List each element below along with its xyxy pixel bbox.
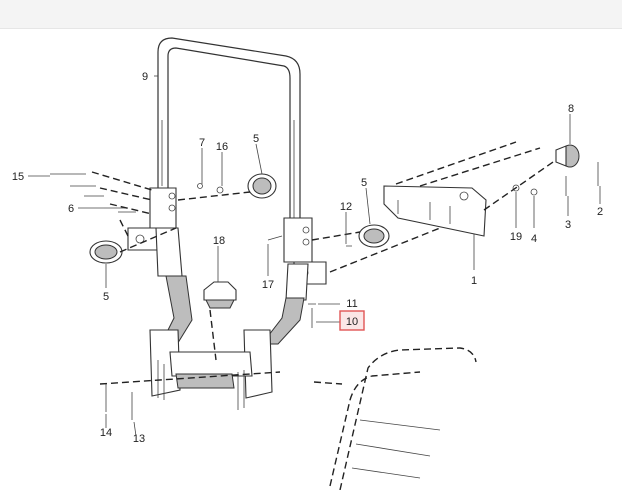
diagram-svg: 1 2 3 4 5 5 5 6 7 8 9 10 11 12 13 14 15 … <box>12 37 603 490</box>
license-plate-bracket <box>383 185 487 237</box>
callout-1[interactable]: 1 <box>471 275 477 287</box>
callout-18[interactable]: 18 <box>213 235 225 247</box>
part-18-bracket <box>203 281 237 309</box>
callout-10[interactable]: 10 <box>346 316 358 328</box>
callout-7[interactable]: 7 <box>199 137 205 149</box>
exploded-parts-diagram: 1 2 3 4 5 5 5 6 7 8 9 10 11 12 13 14 15 … <box>0 28 622 490</box>
callout-11[interactable]: 11 <box>346 298 357 310</box>
callout-5-right[interactable]: 5 <box>361 177 367 189</box>
callout-2[interactable]: 2 <box>597 206 603 218</box>
callout-3[interactable]: 3 <box>565 219 571 231</box>
callout-14[interactable]: 14 <box>100 427 112 439</box>
rear-light <box>555 144 580 168</box>
callout-9[interactable]: 9 <box>142 71 148 83</box>
callout-10-highlight[interactable] <box>339 310 365 331</box>
right-mount-bracket <box>283 217 327 301</box>
callout-13[interactable]: 13 <box>133 433 145 445</box>
hardware-bolts <box>50 162 599 420</box>
callout-labels: 1 2 3 4 5 5 5 6 7 8 9 10 11 12 13 14 15 … <box>12 71 603 445</box>
callout-5-left[interactable]: 5 <box>103 291 109 303</box>
callout-8[interactable]: 8 <box>568 103 574 115</box>
mirror-left-lower <box>89 240 123 264</box>
fender-outline <box>329 347 477 490</box>
roll-bar-frame <box>157 37 301 225</box>
assembly-lines <box>91 141 557 385</box>
callout-6[interactable]: 6 <box>68 203 74 215</box>
mirror-right <box>358 224 390 248</box>
callout-4[interactable]: 4 <box>531 233 537 245</box>
callout-15[interactable]: 15 <box>12 171 24 183</box>
callout-5-upper[interactable]: 5 <box>253 133 259 145</box>
left-mount-bracket <box>127 187 183 277</box>
leader-lines <box>28 75 601 437</box>
callout-17[interactable]: 17 <box>262 279 274 291</box>
callout-12[interactable]: 12 <box>340 201 352 213</box>
mirror-upper <box>247 173 277 199</box>
top-toolbar <box>0 0 622 29</box>
callout-16[interactable]: 16 <box>216 141 228 153</box>
callout-19[interactable]: 19 <box>510 231 522 243</box>
